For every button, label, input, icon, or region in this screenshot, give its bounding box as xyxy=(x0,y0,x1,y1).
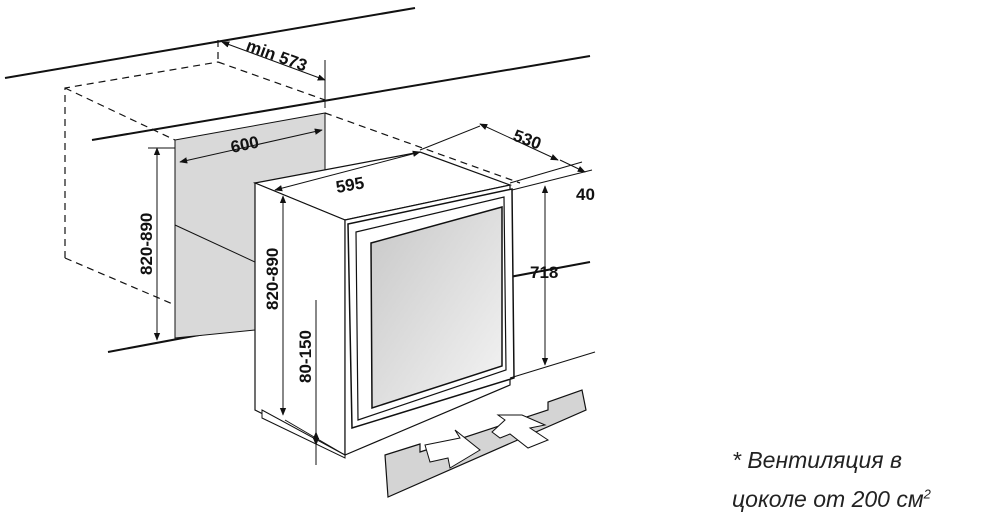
dim-niche-height: 820-890 xyxy=(137,213,156,275)
dim-appliance-depth: 530 xyxy=(511,126,544,154)
dim-plinth-height: 80-150 xyxy=(296,330,315,383)
wine-cooler xyxy=(252,151,515,459)
ventilation-note-line1: * Вентиляция в xyxy=(732,447,902,473)
superscript: 2 xyxy=(923,486,931,502)
ventilation-kickplate xyxy=(384,389,587,498)
dim-niche-depth: min 573 xyxy=(244,36,310,76)
ventilation-note-text: цоколе от 200 см xyxy=(732,486,924,512)
dim-appliance-width: 595 xyxy=(334,173,365,197)
air-inlet-arrow xyxy=(491,414,550,449)
dim-total-height: 820-890 xyxy=(263,248,282,310)
dimension-lines xyxy=(148,41,596,465)
dim-door-offset: 40 xyxy=(576,185,595,204)
ventilation-note-line2: цоколе от 200 см2 xyxy=(732,486,931,513)
dim-appliance-height: 718 xyxy=(530,263,558,282)
air-outlet-arrow xyxy=(424,429,481,469)
door-glass xyxy=(370,206,503,410)
